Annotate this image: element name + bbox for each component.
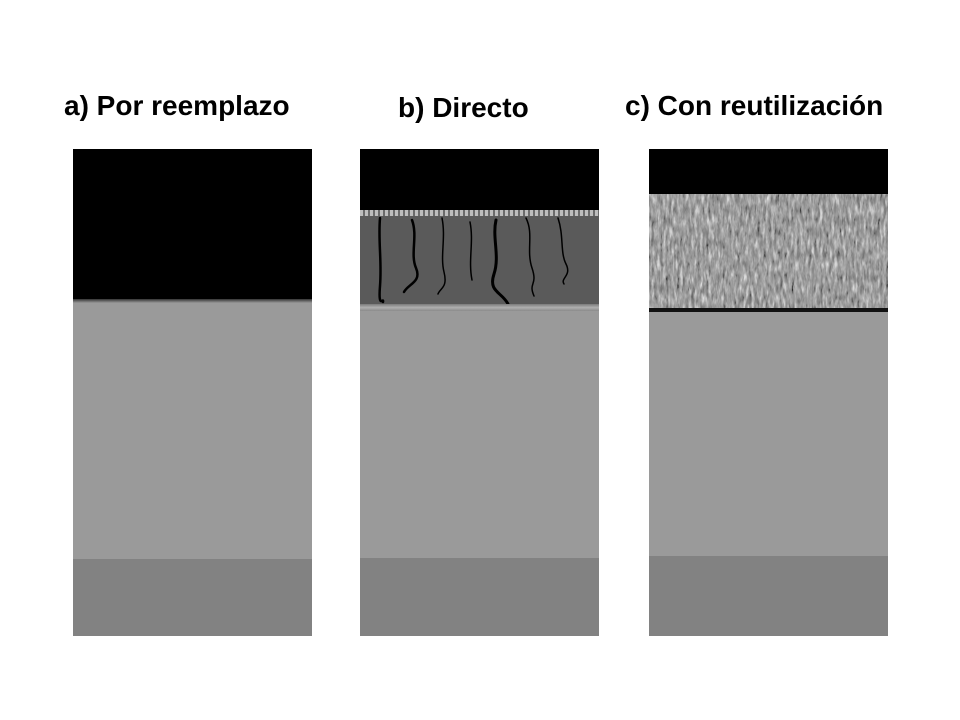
overlay-asphalt-layer bbox=[360, 149, 599, 210]
subgrade-layer bbox=[649, 556, 888, 636]
pavement-section-reutilizacion bbox=[649, 149, 888, 636]
crack bbox=[437, 217, 446, 295]
base-layer bbox=[649, 312, 888, 556]
crack bbox=[378, 216, 385, 304]
cracked-old-pavement-layer bbox=[360, 216, 599, 304]
base-layer bbox=[73, 303, 312, 559]
crack bbox=[525, 217, 535, 297]
crack bbox=[469, 221, 473, 281]
new-asphalt-layer bbox=[649, 149, 888, 194]
title-directo: b) Directo bbox=[398, 92, 529, 123]
title-con-reutilizacion: c) Con reutilización bbox=[625, 90, 884, 121]
cracks-illustration bbox=[378, 216, 569, 304]
new-asphalt-layer bbox=[73, 149, 312, 299]
base-layer bbox=[360, 311, 599, 558]
crack bbox=[402, 218, 419, 294]
crack bbox=[557, 217, 569, 285]
interface-line bbox=[360, 304, 599, 311]
subgrade-layer bbox=[73, 559, 312, 636]
title-por-reemplazo: a) Por reemplazo bbox=[64, 90, 290, 121]
tack-coat-line bbox=[360, 210, 599, 216]
pavement-section-reemplazo bbox=[73, 149, 312, 636]
subgrade-layer bbox=[360, 558, 599, 636]
pavement-section-directo bbox=[360, 149, 599, 636]
recycled-texture bbox=[649, 194, 888, 308]
interface-line bbox=[649, 308, 888, 312]
layer-transition bbox=[73, 299, 312, 303]
crack bbox=[491, 218, 510, 304]
